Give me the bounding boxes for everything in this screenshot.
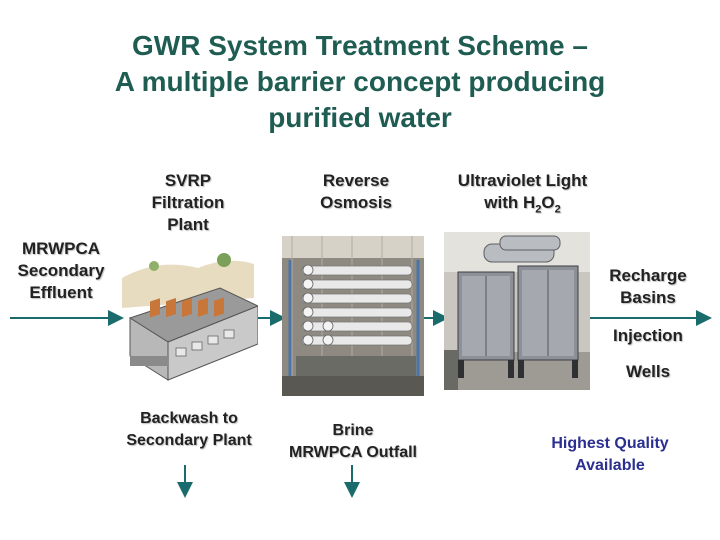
quality-label: Highest Quality Available xyxy=(520,433,700,477)
brine-label-line-2: MRWPCA Outfall xyxy=(289,444,417,461)
tree-icon xyxy=(217,253,231,267)
title-line-2: A multiple barrier concept producing xyxy=(114,66,606,97)
brine-label-line-1: Brine xyxy=(332,422,374,439)
ro-label-line-1: Reverse xyxy=(322,171,390,190)
ultraviolet-reactor-photo xyxy=(444,232,590,390)
source-label-line-1: MRWPCA xyxy=(21,239,101,258)
uv-label-line-2: with H2O2 xyxy=(430,192,615,220)
source-label-line-2: Secondary xyxy=(17,261,105,280)
uv-label-sub-1: 2 xyxy=(535,203,542,216)
quality-label-line-1: Highest Quality xyxy=(551,435,669,452)
uv-label-mid: O xyxy=(541,193,555,212)
title-line-3: purified water xyxy=(268,102,452,133)
brine-label: Brine MRWPCA Outfall xyxy=(274,420,432,464)
shrub-icon xyxy=(149,261,159,271)
uv-label: Ultraviolet Light with H2O2 xyxy=(430,170,615,220)
page-title: GWR System Treatment Scheme – A multiple… xyxy=(0,28,720,136)
backwash-label-line-1: Backwash to xyxy=(140,410,238,427)
injection-wells-label: Injection Wells xyxy=(588,325,708,383)
recharge-label-line-1: Recharge xyxy=(609,266,687,285)
ro-label: Reverse Osmosis xyxy=(286,170,426,214)
title-line-1: GWR System Treatment Scheme – xyxy=(132,30,588,61)
quality-label-line-2: Available xyxy=(575,457,645,474)
uv-label-prefix: with H xyxy=(484,193,536,212)
backwash-label-line-2: Secondary Plant xyxy=(126,432,252,449)
svrp-filter-illustration xyxy=(122,253,258,381)
uv-label-sub-2: 2 xyxy=(554,203,561,216)
backwash-label: Backwash to Secondary Plant xyxy=(110,408,268,452)
svrp-label-line-1: SVRP xyxy=(164,171,212,190)
source-label: MRWPCA Secondary Effluent xyxy=(2,238,120,304)
recharge-basins-label: Recharge Basins xyxy=(588,265,708,309)
svrp-label: SVRP Filtration Plant xyxy=(118,170,258,236)
recharge-label-line-2: Basins xyxy=(620,288,676,307)
uv-label-line-1: Ultraviolet Light xyxy=(457,171,588,190)
source-label-line-3: Effluent xyxy=(29,283,93,302)
svrp-label-line-3: Plant xyxy=(167,215,209,234)
reverse-osmosis-photo xyxy=(282,236,424,396)
ro-label-line-2: Osmosis xyxy=(320,193,392,212)
injection-label-line-2: Wells xyxy=(625,362,671,381)
svrp-label-line-2: Filtration xyxy=(151,193,225,212)
injection-label-line-1: Injection xyxy=(613,326,683,345)
